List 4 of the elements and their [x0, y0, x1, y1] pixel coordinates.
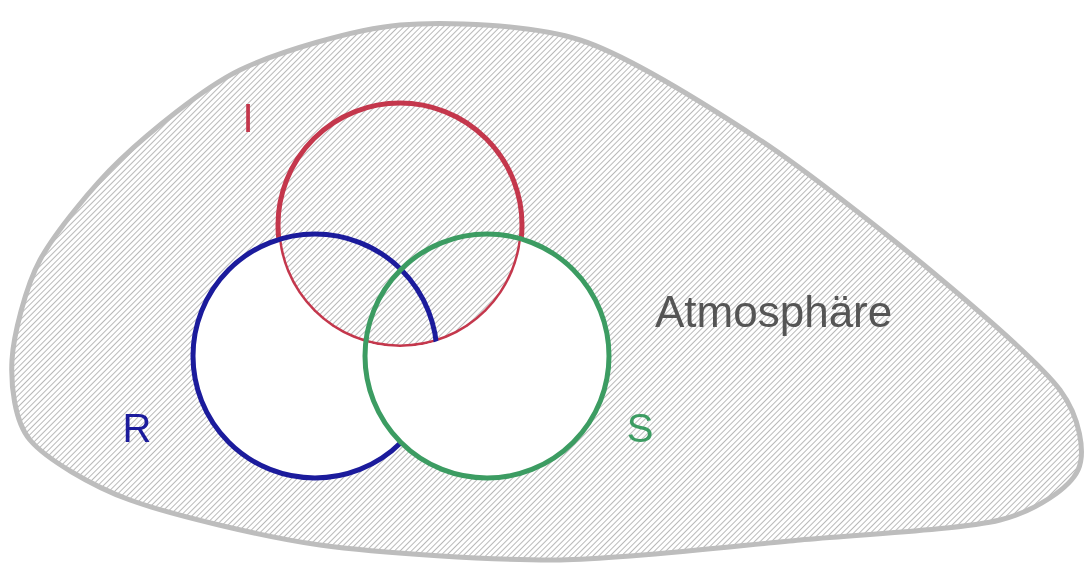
set-label: I [242, 98, 254, 138]
set-label: R [122, 408, 152, 448]
region-label: Atmosphäre [655, 290, 893, 334]
set-label: S [626, 408, 654, 448]
